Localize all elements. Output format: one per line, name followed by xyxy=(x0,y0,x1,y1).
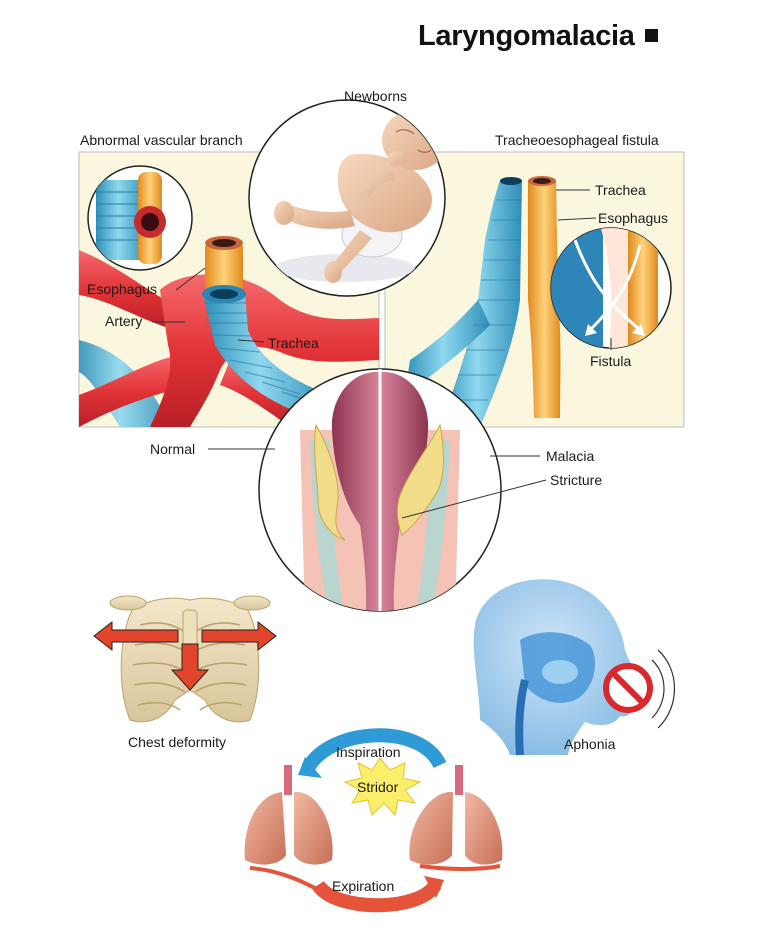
title-text: Laryngomalacia xyxy=(418,20,635,52)
right-esophagus-shape xyxy=(528,176,561,418)
label-malacia: Malacia xyxy=(546,448,595,464)
label-fistula: Fistula xyxy=(590,353,632,369)
baby-figure xyxy=(274,110,445,283)
stridor-burst-icon xyxy=(343,757,422,817)
leader-lines xyxy=(152,189,612,519)
label-esophagus-left: Esophagus xyxy=(87,281,158,297)
no-sound-icon xyxy=(603,649,676,729)
left-arrow-icon xyxy=(93,620,179,652)
label-aphonia: Aphonia xyxy=(564,736,616,752)
label-esophagus-right: Esophagus xyxy=(598,210,669,226)
label-chest-deformity: Chest deformity xyxy=(128,734,227,750)
label-normal: Normal xyxy=(150,441,196,457)
label-stricture: Stricture xyxy=(550,472,603,488)
left-lungs-shape xyxy=(244,765,333,865)
right-arrow-icon xyxy=(201,620,277,652)
expiration-arrow-icon xyxy=(312,880,442,913)
label-newborns: Newborns xyxy=(344,88,408,104)
stridor-cycle xyxy=(244,728,503,913)
right-trachea-shape xyxy=(405,177,522,427)
inspiration-arrow-icon xyxy=(301,728,447,772)
right-lungs-shape xyxy=(409,765,503,865)
label-abnormal-vascular-branch: Abnormal vascular branch xyxy=(80,132,243,148)
label-inspiration: Inspiration xyxy=(336,744,401,760)
label-tracheoesophageal-fistula: Tracheoesophageal fistula xyxy=(495,132,659,148)
title-square-icon xyxy=(644,29,658,42)
label-trachea-right: Trachea xyxy=(595,182,646,198)
label-stridor: Stridor xyxy=(357,779,399,795)
vascular-cross-section-circle xyxy=(87,165,193,271)
label-expiration: Expiration xyxy=(332,878,395,894)
aphonia-figure xyxy=(473,579,676,756)
page-title: Laryngomalacia xyxy=(418,20,658,53)
down-arrow-icon xyxy=(170,643,210,691)
label-artery: Artery xyxy=(105,313,143,329)
trachea-shape xyxy=(202,285,330,420)
esophagus-shape xyxy=(205,236,243,292)
chest-deformity-figure xyxy=(93,595,277,723)
newborn-circle xyxy=(248,99,446,297)
label-trachea-left: Trachea xyxy=(268,335,319,351)
larynx-cross-section-circle xyxy=(258,368,502,612)
rib-lines xyxy=(132,622,248,711)
